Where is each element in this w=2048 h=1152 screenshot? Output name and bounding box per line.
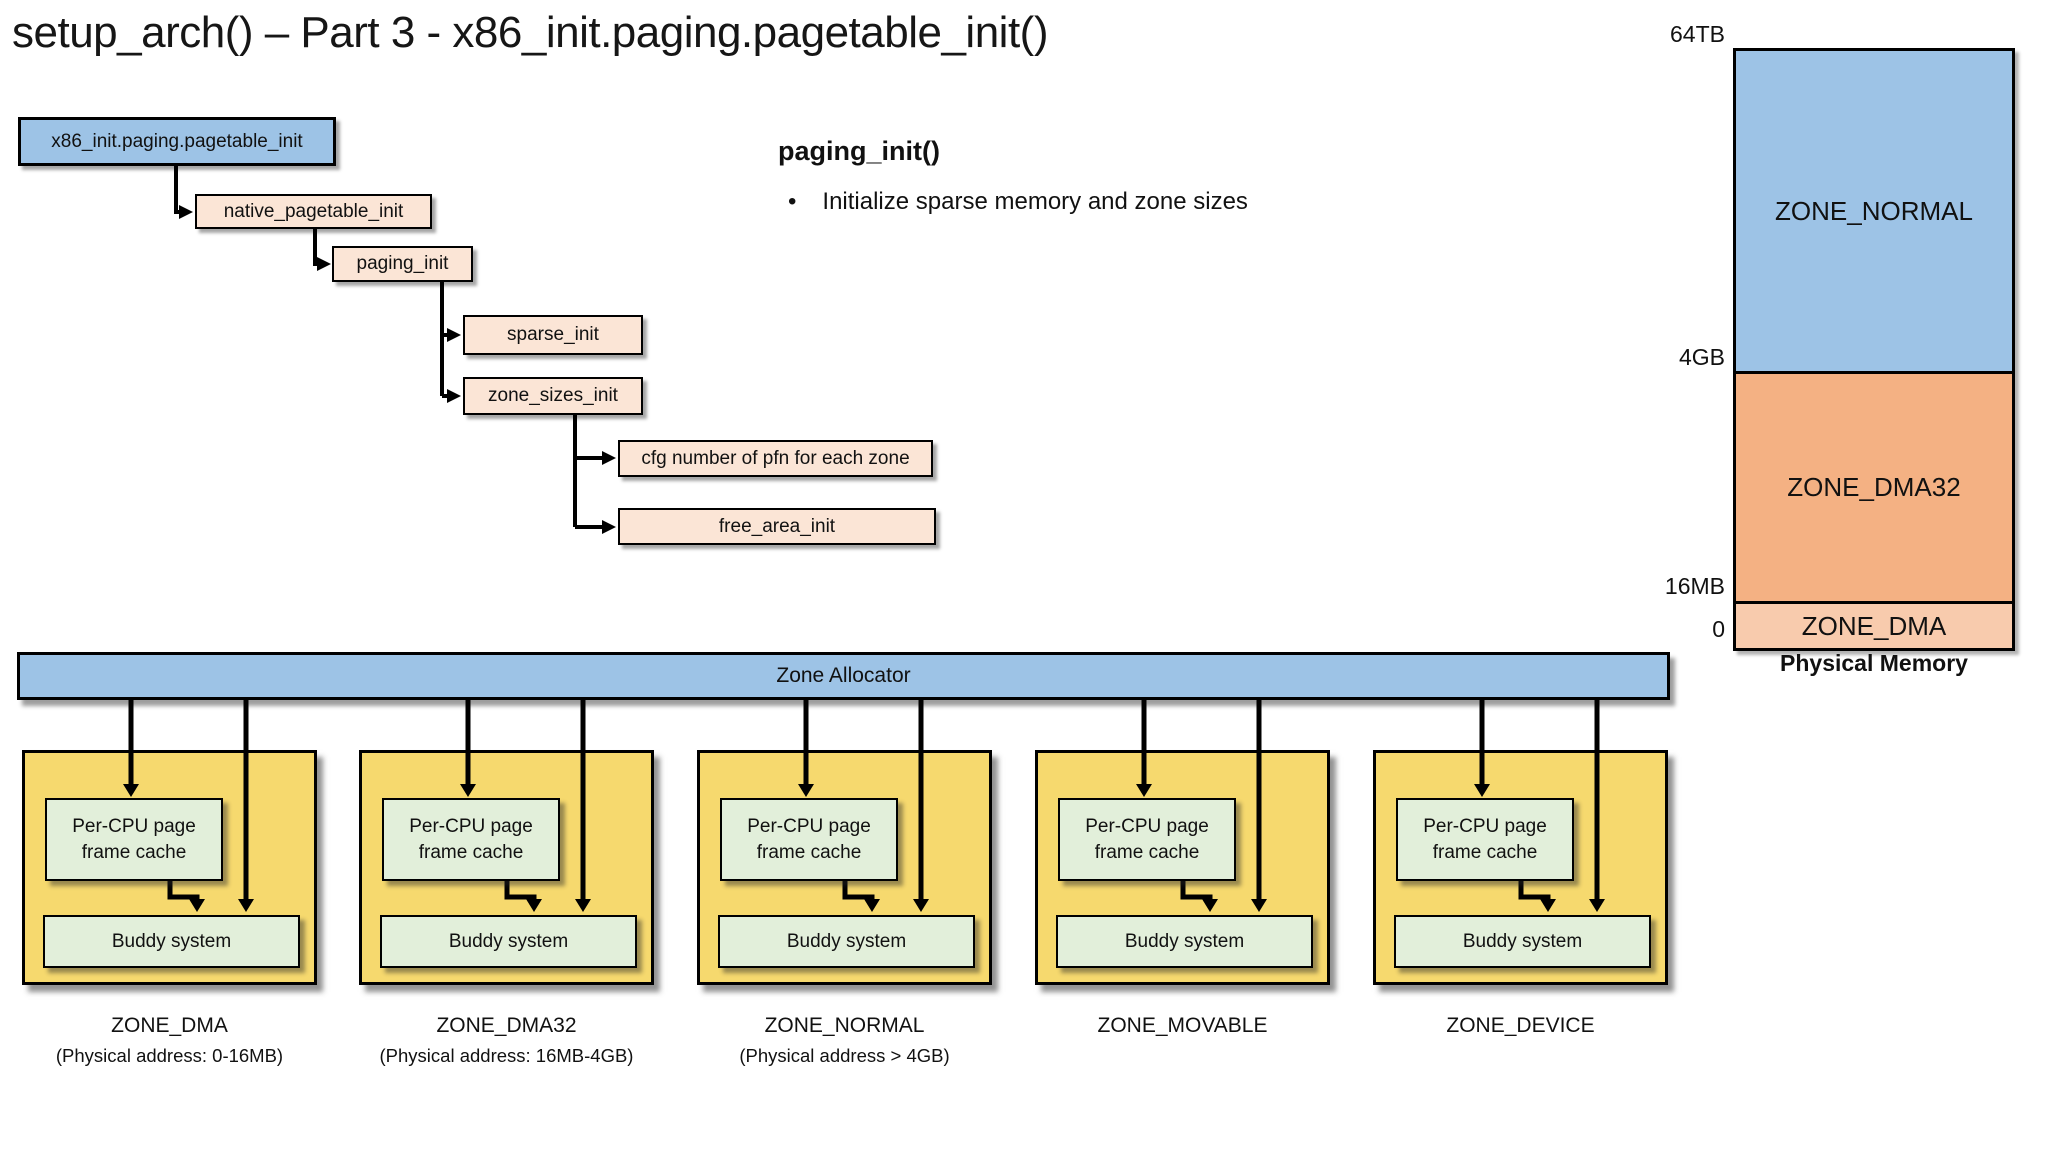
zone-detail: (Physical address: 16MB-4GB) [379,1045,634,1066]
zone-name: ZONE_DMA [111,1014,228,1037]
buddy-system-box: Buddy system [718,915,975,968]
tree-node-cfg-pfn: cfg number of pfn for each zone [618,440,933,477]
tree-node-paging-init: paging_init [332,246,473,282]
zone-name: ZONE_DEVICE [1446,1014,1595,1037]
buddy-system-box: Buddy system [1056,915,1313,968]
buddy-system-box: Buddy system [1394,915,1651,968]
zone-card-arrows [798,700,929,912]
physical-memory-column: ZONE_NORMAL ZONE_DMA32 ZONE_DMA [1733,48,2015,651]
buddy-system-box: Buddy system [380,915,637,968]
zone-label-dma32: ZONE_DMA32 (Physical address: 16MB-4GB) [334,1014,679,1067]
call-tree-connectors [174,166,616,534]
buddy-system-box: Buddy system [43,915,300,968]
zone-card-arrows [123,700,254,912]
memory-region-zone-dma32: ZONE_DMA32 [1736,371,2012,601]
per-cpu-cache-box: Per-CPU page frame cache [45,798,223,881]
memory-region-zone-dma: ZONE_DMA [1736,601,2012,648]
zone-name: ZONE_DMA32 [436,1014,577,1037]
physical-memory-caption: Physical Memory [1780,650,1968,676]
memory-region-zone-normal: ZONE_NORMAL [1736,51,2012,371]
zone-card-arrows [1474,700,1605,912]
per-cpu-cache-box: Per-CPU page frame cache [1058,798,1236,881]
note-heading: paging_init() [778,136,940,166]
zone-detail: (Physical address > 4GB) [739,1045,950,1066]
zone-card-arrows [1136,700,1267,912]
zone-label-device: ZONE_DEVICE [1348,1014,1693,1045]
tree-node-native-pagetable-init: native_pagetable_init [195,194,432,229]
zone-allocator-bar: Zone Allocator [17,652,1670,700]
per-cpu-cache-box: Per-CPU page frame cache [382,798,560,881]
zone-card-movable: Per-CPU page frame cache Buddy system [1035,700,1330,985]
tree-node-pagetable-init: x86_init.paging.pagetable_init [18,117,336,166]
zone-name: ZONE_NORMAL [764,1014,925,1037]
zone-name: ZONE_MOVABLE [1097,1014,1268,1037]
per-cpu-cache-box: Per-CPU page frame cache [720,798,898,881]
zone-card-device: Per-CPU page frame cache Buddy system [1373,700,1668,985]
memory-tick-4gb: 4GB [1678,344,1725,370]
per-cpu-cache-box: Per-CPU page frame cache [1396,798,1574,881]
zone-card-dma32: Per-CPU page frame cache Buddy system [359,700,654,985]
memory-tick-64tb: 64TB [1670,21,1725,47]
zone-card-normal: Per-CPU page frame cache Buddy system [697,700,992,985]
zone-card-arrows [460,700,591,912]
memory-tick-16mb: 16MB [1664,573,1725,599]
zone-label-dma: ZONE_DMA (Physical address: 0-16MB) [0,1014,342,1067]
tree-node-free-area-init: free_area_init [618,508,936,545]
zone-label-normal: ZONE_NORMAL (Physical address > 4GB) [672,1014,1017,1067]
zone-card-dma: Per-CPU page frame cache Buddy system [22,700,317,985]
zone-detail: (Physical address: 0-16MB) [55,1045,284,1066]
bullet-glyph: • [788,188,797,215]
page-title: setup_arch() – Part 3 - x86_init.paging.… [12,8,1048,57]
bullet-text: Initialize sparse memory and zone sizes [822,188,1248,215]
memory-tick-0: 0 [1712,616,1725,642]
tree-node-sparse-init: sparse_init [463,315,643,355]
tree-node-zone-sizes-init: zone_sizes_init [463,377,643,415]
note-bullet: • Initialize sparse memory and zone size… [788,188,1248,216]
zone-label-movable: ZONE_MOVABLE [1010,1014,1355,1045]
